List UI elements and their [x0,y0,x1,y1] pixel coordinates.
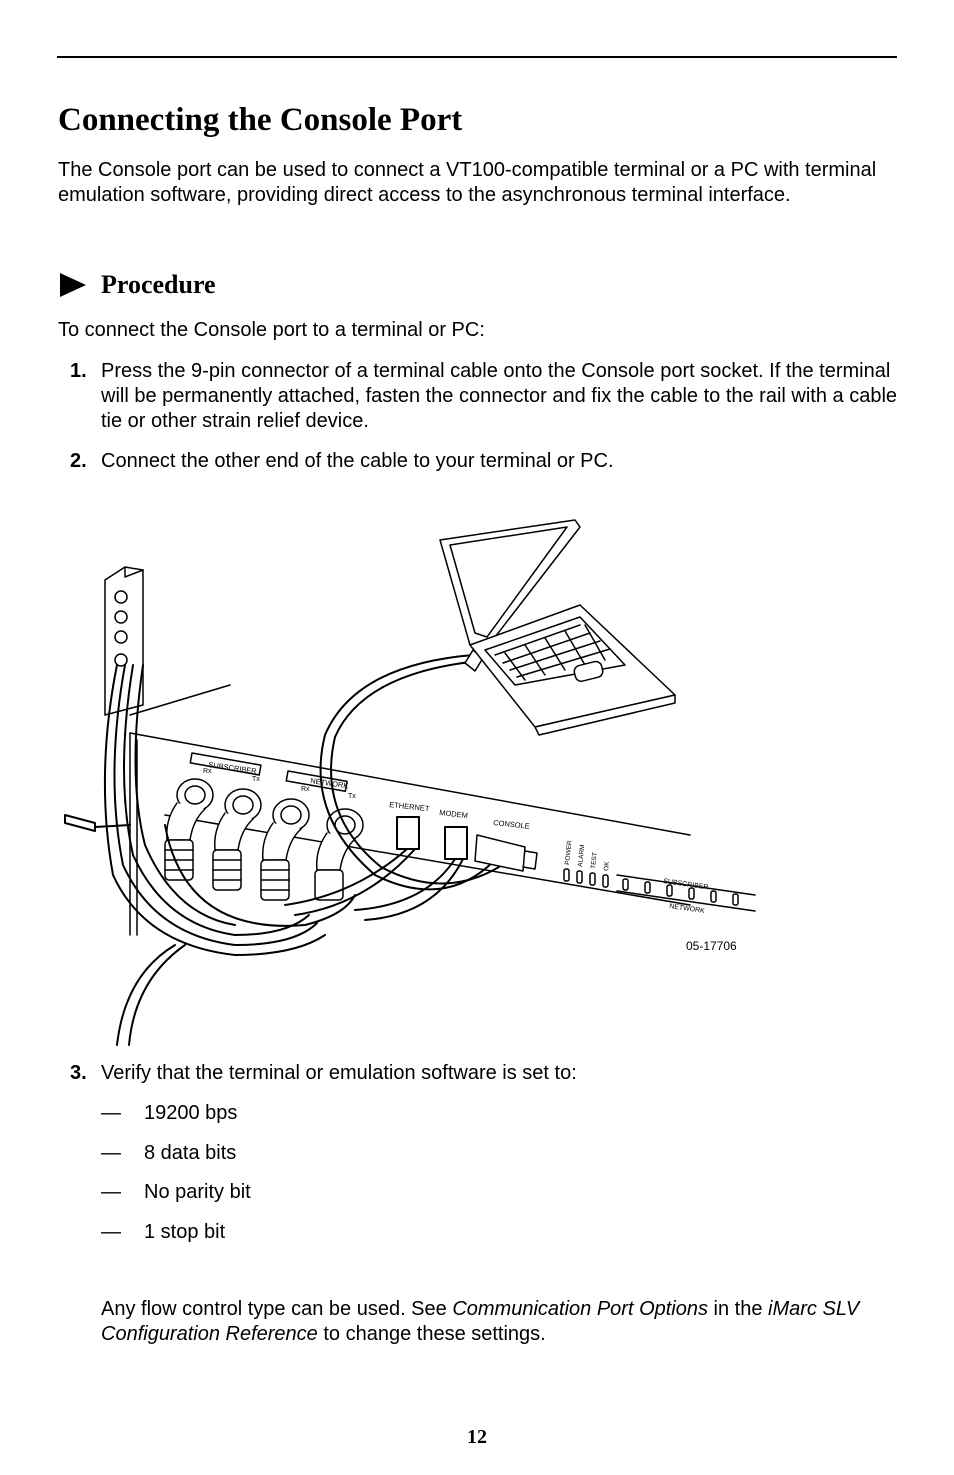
laptop [439,519,676,736]
cable-bundle [64,664,356,1046]
procedure-lead: To connect the Console port to a termina… [58,319,485,341]
label-subscriber: SUBSCRIBER [208,760,258,776]
triangle-arrow-icon [60,273,86,297]
step-2: 2. Connect the other end of the cable to… [70,449,900,474]
device-chassis [129,684,691,936]
step-text: Verify that the terminal or emulation so… [101,1062,577,1084]
label-tx-subscriber: Tx [252,776,260,783]
label-tx-network: Tx [348,793,356,800]
step-number: 2. [70,450,87,472]
dash-bullet: — [101,1142,121,1164]
reference-link: Communication Port Options [452,1298,708,1320]
label-ethernet: ETHERNET [389,800,431,813]
setting-value: No parity bit [144,1181,251,1203]
flow-control-note: Any flow control type can be used. See C… [101,1297,901,1347]
step-3: 3. Verify that the terminal or emulation… [70,1061,900,1086]
note-text: in the [708,1298,769,1320]
procedure-heading: Procedure [60,268,216,302]
dash-bullet: — [101,1221,121,1243]
label-modem: MODEM [439,808,469,820]
reference-document: iMarc SLV Configuration Reference [101,1298,860,1345]
console-connection-figure: SUBSCRIBER Rx Tx NETWORK Rx Tx ETHERNET … [64,519,756,1046]
page-title: Connecting the Console Port [58,102,463,138]
procedure-heading-label: Procedure [101,270,216,299]
label-rx-subscriber: Rx [203,768,212,775]
dash-bullet: — [101,1102,121,1124]
note-text: Any flow control type can be used. See [101,1298,453,1320]
label-test: TEST [590,852,599,869]
intro-paragraph: The Console port can be used to connect … [58,159,877,206]
label-network-leds: NETWORK [669,903,706,915]
note-text: to change these settings. [317,1323,546,1345]
status-leds [563,868,756,912]
label-ok: OK [603,860,611,871]
dash-bullet: — [101,1181,121,1203]
setting-value: 1 stop bit [144,1221,226,1243]
ethernet-modem-cables [284,816,468,921]
page-number: 12 [467,1426,487,1448]
step-1: 1. Press the 9-pin connector of a termin… [70,359,900,434]
top-rule [57,56,897,58]
setting-value: 19200 bps [144,1102,238,1124]
label-rx-network: Rx [301,786,310,793]
step-text: Connect the other end of the cable to yo… [101,450,614,472]
label-console: CONSOLE [493,818,530,831]
console-cable [319,649,538,891]
step-text: Press the 9-pin connector of a terminal … [101,360,898,432]
label-alarm: ALARM [577,844,586,867]
step-number: 3. [70,1062,87,1084]
mounting-rail [104,566,144,716]
label-power: POWER [564,840,574,865]
step-number: 1. [70,360,87,382]
figure-id: 05-17706 [686,939,737,953]
setting-value: 8 data bits [144,1142,237,1164]
